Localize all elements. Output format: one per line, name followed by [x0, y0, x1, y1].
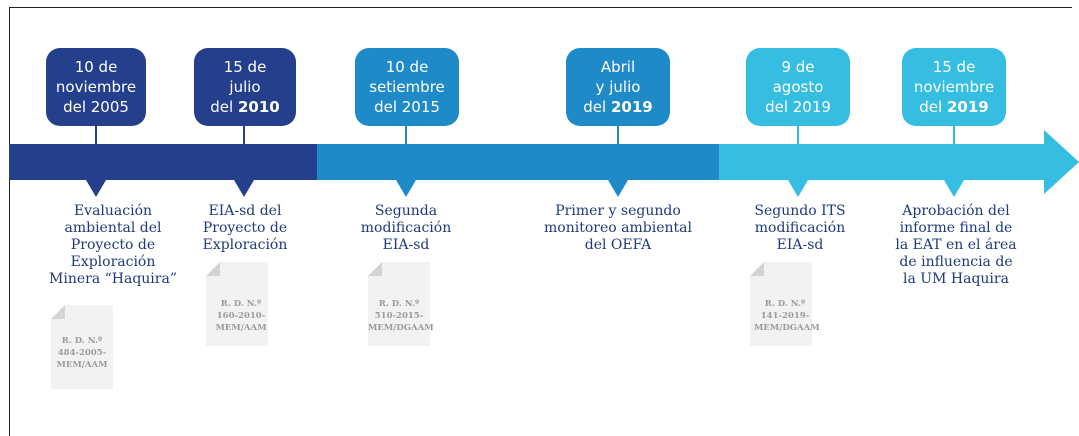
document-line: 484-2005- — [57, 348, 107, 358]
description-line: Primer y segundo — [555, 203, 681, 219]
document-line: MEM/DGAAM — [368, 323, 434, 333]
document-fold-icon — [51, 305, 65, 319]
timeline-bar-segment-3 — [719, 144, 1045, 180]
description-event-1: Evaluación ambiental del Proyecto de Exp… — [48, 203, 178, 288]
document-reference: R. D. N.º 510-2015- MEM/DGAAM — [368, 298, 434, 334]
timeline-arrow-head-icon — [1044, 130, 1079, 194]
frame-left-border — [9, 7, 10, 436]
document-line: MEM/DGAAM — [754, 323, 820, 333]
date-stem — [953, 126, 955, 144]
description-line: informe final de — [899, 220, 1013, 236]
document-icon — [206, 262, 268, 346]
document-icon — [750, 262, 812, 346]
date-stem — [617, 126, 619, 144]
document-line: 510-2015- — [374, 311, 424, 321]
document-icon — [51, 305, 113, 389]
document-fold-icon — [206, 262, 220, 276]
description-line: EIA-sd — [776, 237, 824, 253]
timeline-bar-segment-2 — [317, 144, 719, 180]
description-event-4: Primer y segundo monitoreo ambiental del… — [543, 203, 693, 254]
description-event-2: EIA-sd del Proyecto de Exploración — [190, 203, 300, 254]
description-line: Minera “Haquira” — [49, 271, 177, 287]
document-reference: R. D. N.º 484-2005- MEM/AAM — [51, 335, 113, 371]
date-line: setiembre — [369, 78, 445, 96]
pointer-down-icon — [396, 180, 416, 197]
description-line: Proyecto de — [202, 220, 288, 236]
description-event-6: Aprobación del informe final de la EAT e… — [891, 203, 1021, 288]
date-line: noviembre — [913, 78, 995, 96]
description-event-3: Segunda modificación EIA-sd — [351, 203, 461, 254]
pointer-down-icon — [234, 180, 254, 197]
date-box-event-1: 10 de noviembre del 2005 — [46, 48, 146, 126]
date-box-event-2: 15 de julio del 2010 — [194, 48, 296, 126]
description-line: Aprobación del — [902, 203, 1010, 219]
description-line: modificación — [754, 220, 846, 236]
description-line: Exploración — [202, 237, 288, 253]
description-line: la EAT en el área — [895, 237, 1017, 253]
document-fold-icon — [750, 262, 764, 276]
description-line: ambiental del — [64, 220, 162, 236]
document-line: R. D. N.º — [61, 336, 103, 346]
description-line: Evaluación — [73, 203, 153, 219]
document-line: 160-2010- — [216, 311, 266, 321]
date-line: 10 de — [74, 58, 118, 76]
document-reference: R. D. N.º 160-2010- MEM/AAM — [210, 298, 272, 334]
date-box-event-3: 10 de setiembre del 2015 — [355, 48, 459, 126]
pointer-down-icon — [788, 180, 808, 197]
date-line: 10 de — [385, 58, 429, 76]
date-line: agosto — [772, 78, 824, 96]
description-line: Exploración — [70, 254, 156, 270]
frame-top-border — [9, 7, 1072, 8]
document-line: R. D. N.º — [220, 299, 262, 309]
description-line: modificación — [360, 220, 452, 236]
pointer-down-icon — [86, 180, 106, 197]
timeline-bar-segment-1 — [9, 144, 317, 180]
document-fold-icon — [368, 262, 382, 276]
date-line: del 2019 — [583, 98, 653, 116]
description-line: Segunda — [374, 203, 438, 219]
description-line: EIA-sd — [382, 237, 430, 253]
date-line: del 2010 — [210, 98, 280, 116]
date-box-event-5: 9 de agosto del 2019 — [746, 48, 850, 126]
document-line: 141-2019- — [760, 311, 810, 321]
date-stem — [797, 126, 799, 144]
description-line: la UM Haquira — [903, 271, 1009, 287]
date-line: del 2005 — [63, 98, 129, 116]
date-line: del 2015 — [374, 98, 440, 116]
description-line: del OEFA — [584, 237, 652, 253]
document-reference: R. D. N.º 141-2019- MEM/DGAAM — [754, 298, 820, 334]
date-line: del 2019 — [765, 98, 831, 116]
date-line: 15 de — [932, 58, 976, 76]
description-line: monitoreo ambiental — [544, 220, 692, 236]
document-line: MEM/AAM — [215, 323, 267, 333]
date-line: julio — [229, 78, 261, 96]
date-line: noviembre — [55, 78, 137, 96]
date-stem — [405, 126, 407, 144]
date-stem — [243, 126, 245, 144]
description-line: de influencia de — [899, 254, 1013, 270]
date-box-event-4: Abril y julio del 2019 — [566, 48, 670, 126]
pointer-down-icon — [944, 180, 964, 197]
date-line: del 2019 — [919, 98, 989, 116]
date-line: 15 de — [223, 58, 267, 76]
date-line: y julio — [595, 78, 641, 96]
pointer-down-icon — [608, 180, 628, 197]
date-box-event-6: 15 de noviembre del 2019 — [902, 48, 1006, 126]
document-line: R. D. N.º — [378, 299, 420, 309]
date-stem — [95, 126, 97, 144]
description-line: EIA-sd del — [208, 203, 282, 219]
document-icon — [368, 262, 430, 346]
description-line: Segundo ITS — [754, 203, 846, 219]
description-line: Proyecto de — [70, 237, 156, 253]
date-line: 9 de — [781, 58, 815, 76]
date-line: Abril — [600, 58, 636, 76]
document-line: MEM/AAM — [56, 360, 108, 370]
document-line: R. D. N.º — [764, 299, 806, 309]
description-event-5: Segundo ITS modificación EIA-sd — [745, 203, 855, 254]
